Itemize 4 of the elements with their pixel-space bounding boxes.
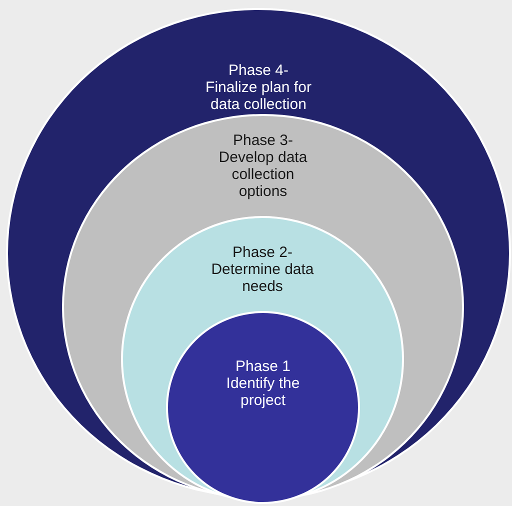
phase-label: Phase 4- Finalize plan for data collection [204, 62, 312, 113]
phase-label: Phase 1 Identify the project [225, 358, 301, 409]
phase-label: Phase 2- Determine data needs [210, 244, 315, 295]
phase-label: Phase 3- Develop data collection options [218, 132, 308, 200]
